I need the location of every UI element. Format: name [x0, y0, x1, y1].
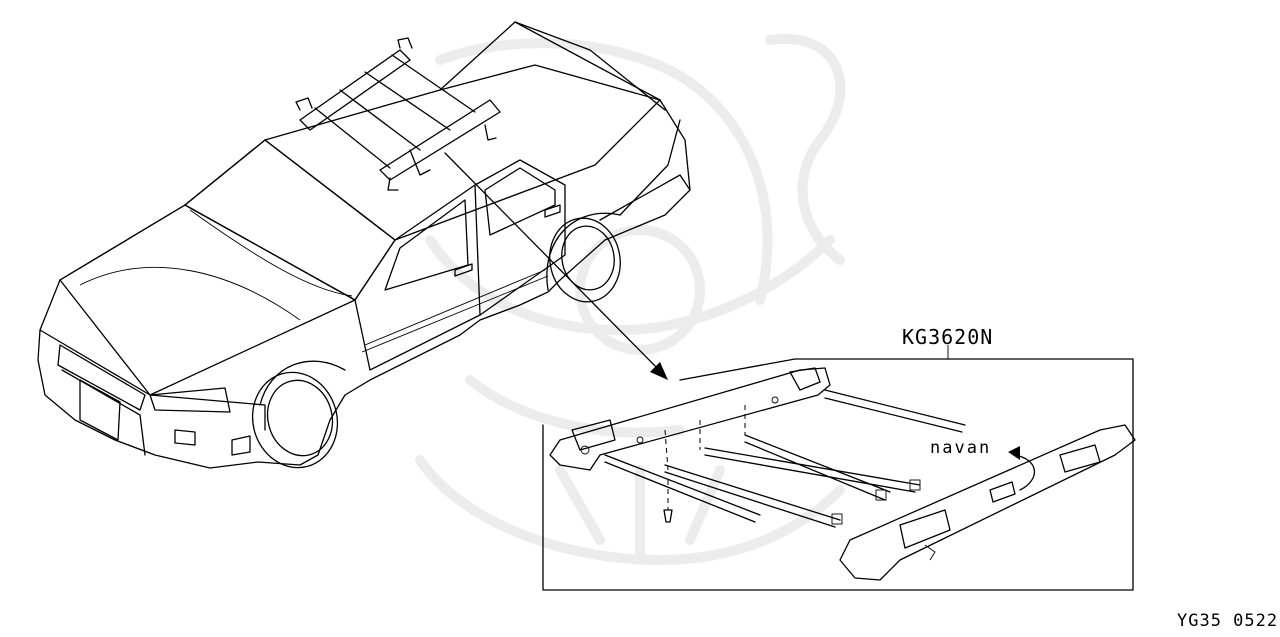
annotation-label: navan — [930, 438, 992, 458]
car-illustration — [37, 21, 691, 469]
watermark-logo — [415, 33, 846, 566]
part-number-label: KG3620N — [902, 325, 994, 349]
callout-arrow — [444, 152, 668, 380]
roof-rack-parts — [549, 367, 1136, 581]
detail-box — [542, 345, 1134, 591]
reference-code: YG35 0522 — [1177, 611, 1279, 631]
